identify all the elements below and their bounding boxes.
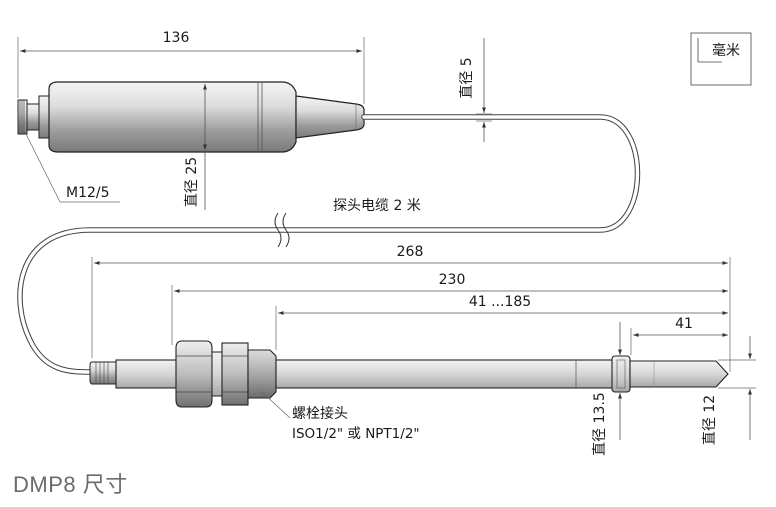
dim-tip-length: 41 — [630, 316, 728, 355]
units-box: 毫米 — [690, 32, 752, 86]
dim-overall-probe-length-label: 136 — [163, 30, 190, 46]
dim-cable-diameter: 直径 5 — [458, 38, 492, 142]
dim-rod-length-label: 230 — [439, 272, 466, 288]
connector-leader: M12/5 — [25, 133, 120, 203]
dim-rod-length: 230 — [171, 272, 728, 345]
units-label: 毫米 — [712, 42, 740, 59]
probe-head — [17, 81, 365, 153]
dim-total-length: 268 — [91, 244, 731, 372]
dim-adjustable-range-label: 41 ...185 — [469, 294, 531, 310]
cable-break-mark — [274, 212, 290, 248]
dim-tip-length-label: 41 — [675, 316, 693, 332]
dim-probe-body-diameter-label: 直径 25 — [183, 157, 200, 207]
dim-cable-diameter-label: 直径 5 — [458, 57, 475, 98]
fitting-leader: 螺栓接头 ISO1/2" 或 NPT1/2" — [261, 391, 420, 442]
dim-adjustable-range: 41 ...185 — [275, 294, 728, 350]
dim-rod-diameter-label: 直径 13.5 — [591, 392, 608, 456]
figure-caption: DMP8 尺寸 — [13, 472, 128, 497]
dim-probe-body-diameter: 直径 25 — [183, 84, 207, 210]
dim-rod-diameter: 直径 13.5 — [591, 322, 622, 456]
fitting-thread-label: ISO1/2" 或 NPT1/2" — [292, 426, 420, 442]
fitting-name-label: 螺栓接头 — [292, 405, 348, 422]
connector-label: M12/5 — [66, 185, 110, 201]
dim-overall-probe-length: 136 — [17, 30, 365, 104]
dim-tip-diameter-label: 直径 12 — [701, 395, 718, 445]
probe-rod-assembly — [89, 340, 729, 408]
dim-total-length-label: 268 — [397, 244, 424, 260]
dim-tip-diameter: 直径 12 — [701, 336, 756, 445]
probe-cable — [17, 114, 641, 375]
cable-length-label: 探头电缆 2 米 — [333, 198, 421, 214]
